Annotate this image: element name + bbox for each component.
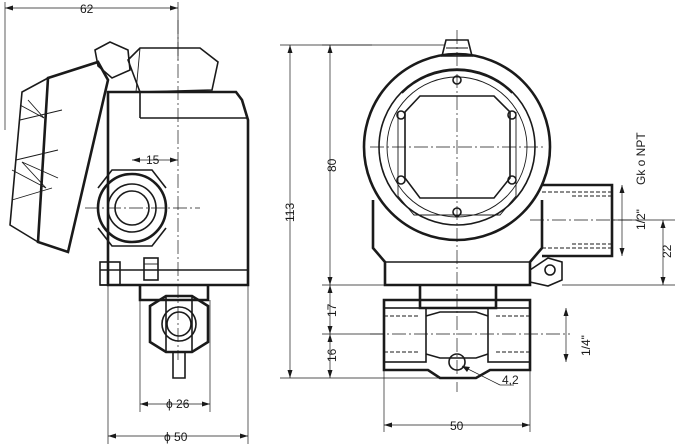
dim-15-label: 15	[146, 153, 160, 167]
cable-entry	[530, 183, 640, 258]
front-view: 1/2" Gk o NPT 22 1/4"	[280, 30, 675, 433]
thread-std-label: Gk o NPT	[634, 132, 648, 185]
dim-113-label: 113	[283, 203, 297, 222]
dim-80-label: 80	[325, 158, 339, 172]
housing-dome	[362, 52, 552, 242]
dim-dia26-label: ϕ 26	[166, 397, 190, 411]
housing-lower-body	[371, 200, 563, 287]
dim-dia50-label: ϕ 50	[164, 430, 188, 444]
thread-quarter-label: 1/4"	[579, 335, 593, 356]
dim-62-label: 62	[80, 2, 94, 16]
housing-lid	[9, 60, 110, 254]
housing-body	[99, 90, 250, 287]
bottom-fitting	[138, 285, 210, 379]
hole-42-label: 4,2	[502, 373, 519, 387]
side-view: 62	[4, 2, 250, 444]
dim-17-label: 17	[325, 303, 339, 317]
dim-50-label: 50	[450, 419, 464, 433]
side-port	[96, 169, 168, 247]
thread-half-label: 1/2"	[634, 209, 648, 230]
dim-16-label: 16	[325, 348, 339, 362]
valve-block	[370, 285, 570, 380]
dim-22-label: 22	[660, 244, 674, 258]
